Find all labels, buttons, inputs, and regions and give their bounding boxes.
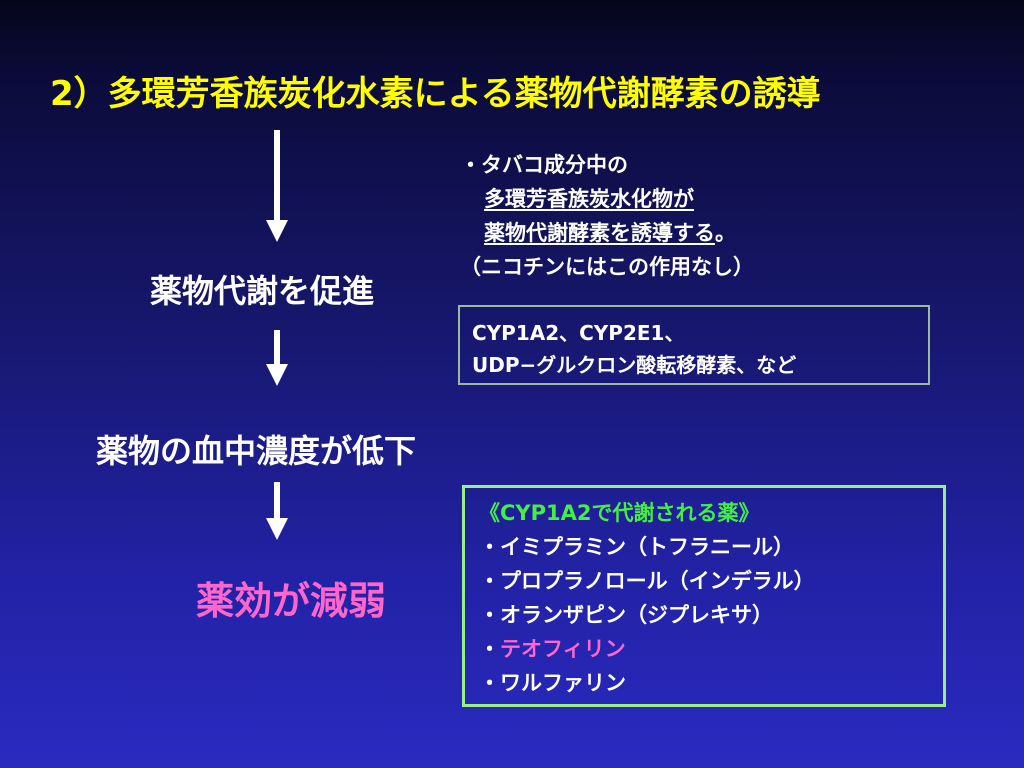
note-period: 。 — [715, 221, 736, 245]
drug-item-highlight: ・テオフィリン — [479, 632, 931, 666]
note-line: ・タバコ成分中の — [460, 153, 628, 177]
cyp1a2-drug-box: 《CYP1A2で代謝される薬》 ・イミプラミン（トフラニール） ・プロプラノロー… — [462, 485, 946, 707]
drug-item: ・オランザピン（ジプレキサ） — [479, 603, 773, 627]
note-line: 薬物代謝酵素を誘導する。 — [460, 216, 754, 250]
note-line: （ニコチンにはこの作用なし） — [460, 255, 754, 279]
drug-item: ・ワルファリン — [479, 671, 626, 695]
step-promote-metabolism: 薬物代謝を促進 — [150, 272, 375, 310]
bullet: ・ — [479, 637, 500, 661]
note-underlined-text: 薬物代謝酵素を誘導する — [484, 221, 715, 245]
arrow-down-icon — [266, 130, 288, 242]
note-underlined-text: 多環芳香族炭水化物が — [484, 187, 694, 211]
arrow-down-icon — [266, 482, 288, 540]
tobacco-note: ・タバコ成分中の 多環芳香族炭水化物が 薬物代謝酵素を誘導する。 （ニコチンには… — [460, 148, 754, 284]
note-line: 多環芳香族炭水化物が — [460, 182, 754, 216]
step-blood-concentration-decrease: 薬物の血中濃度が低下 — [96, 432, 417, 470]
arrow-down-icon — [266, 330, 288, 386]
enzyme-line: CYP1A2、CYP2E1、 — [472, 321, 685, 345]
drug-item-theophylline: テオフィリン — [500, 637, 626, 661]
drug-item: ・プロプラノロール（インデラル） — [479, 569, 815, 593]
enzyme-line: UDP−グルクロン酸転移酵素、など — [472, 353, 797, 377]
drug-box-header: 《CYP1A2で代謝される薬》 — [479, 501, 760, 525]
enzyme-box: CYP1A2、CYP2E1、 UDP−グルクロン酸転移酵素、など — [458, 305, 930, 385]
drug-item: ・イミプラミン（トフラニール） — [479, 535, 794, 559]
slide-title: 2）多環芳香族炭化水素による薬物代謝酵素の誘導 — [50, 74, 821, 114]
step-effect-weakened: 薬効が減弱 — [196, 579, 387, 623]
